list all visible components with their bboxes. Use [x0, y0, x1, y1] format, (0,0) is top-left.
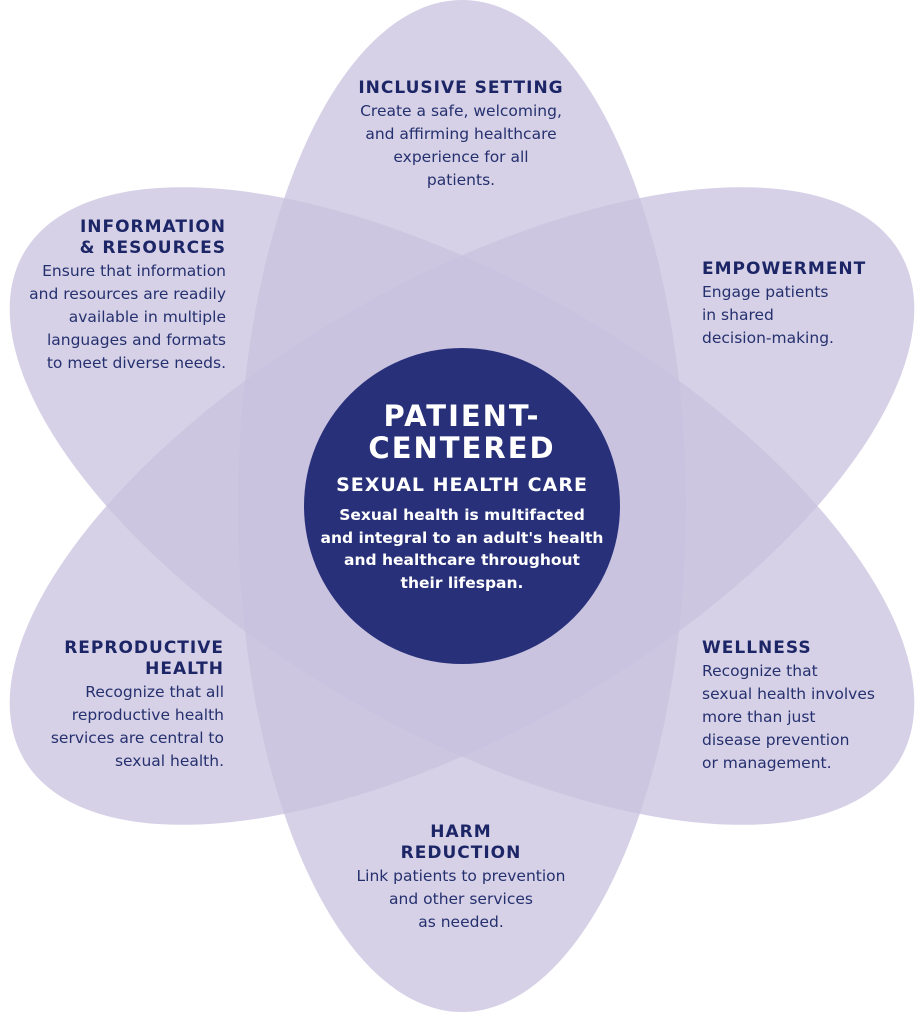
petal-description: Engage patients in shared decision-makin…	[702, 283, 834, 347]
petal-information-resources: INFORMATION & RESOURCES Ensure that info…	[10, 217, 226, 375]
petal-title: EMPOWERMENT	[702, 259, 867, 279]
petal-description: Ensure that information and resources ar…	[29, 262, 226, 372]
petal-harm-reduction: HARM REDUCTION Link patients to preventi…	[330, 822, 592, 934]
petal-wellness: WELLNESS Recognize that sexual health in…	[702, 638, 912, 775]
petal-inclusive-setting: INCLUSIVE SETTING Create a safe, welcomi…	[330, 78, 592, 192]
petal-description: Link patients to prevention and other se…	[356, 867, 566, 931]
center-circle	[304, 348, 620, 664]
petal-reproductive-health: REPRODUCTIVE HEALTH Recognize that all r…	[10, 638, 224, 773]
petal-title: INFORMATION & RESOURCES	[79, 217, 226, 258]
center-content: PATIENT- CENTERED SEXUAL HEALTH CARE Sex…	[304, 400, 620, 594]
petal-description: Recognize that all reproductive health s…	[50, 683, 224, 770]
petal-title: INCLUSIVE SETTING	[358, 78, 564, 98]
petal-empowerment: EMPOWERMENT Engage patients in shared de…	[702, 259, 912, 350]
center-subtitle: SEXUAL HEALTH CARE	[336, 474, 588, 496]
center-title: PATIENT- CENTERED	[368, 399, 556, 465]
petal-description: Recognize that sexual health involves mo…	[702, 662, 875, 772]
petal-title: REPRODUCTIVE HEALTH	[64, 638, 224, 679]
center-description: Sexual health is multifacted and integra…	[320, 506, 604, 592]
petal-description: Create a safe, welcoming, and affirming …	[360, 102, 562, 189]
petal-title: HARM REDUCTION	[400, 822, 522, 863]
petal-title: WELLNESS	[702, 638, 812, 658]
